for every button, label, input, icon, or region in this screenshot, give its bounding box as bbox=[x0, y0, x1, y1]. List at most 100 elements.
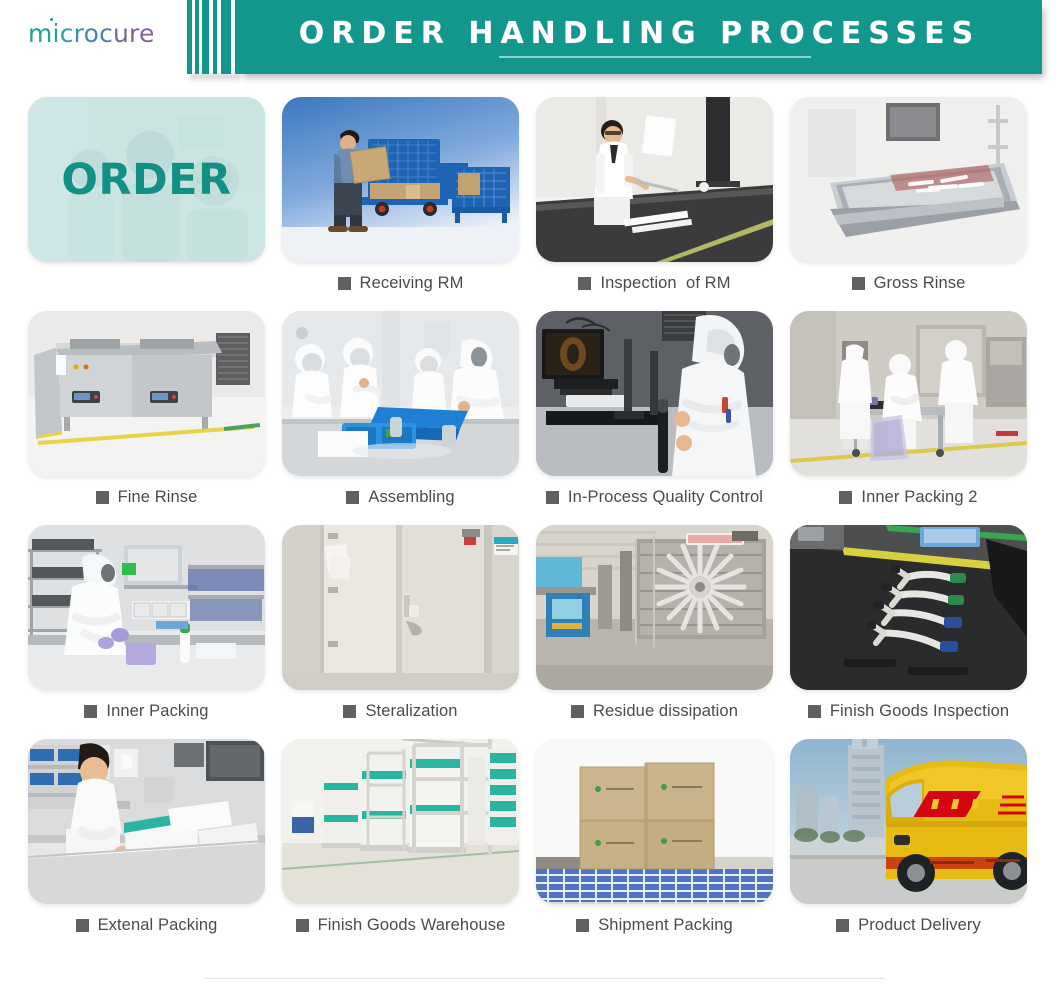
bullet-square-icon bbox=[839, 491, 853, 504]
process-label: Extenal Packing bbox=[97, 916, 218, 934]
process-cell[interactable]: In-Process Quality Control bbox=[536, 311, 790, 525]
logo-dot-icon bbox=[50, 18, 53, 21]
process-caption: Inner Packing bbox=[28, 702, 265, 721]
process-label: Product Delivery bbox=[858, 916, 981, 934]
process-thumbnail[interactable] bbox=[282, 97, 519, 262]
process-cell[interactable]: Receiving RM bbox=[282, 97, 536, 311]
ipqc-image bbox=[536, 311, 773, 476]
process-caption: Finish Goods Inspection bbox=[790, 702, 1027, 721]
process-caption: Residue dissipation bbox=[536, 702, 773, 721]
process-thumbnail[interactable] bbox=[28, 525, 265, 690]
process-cell[interactable]: Inspection of RM bbox=[536, 97, 790, 311]
receiving-rm-image bbox=[282, 97, 519, 262]
process-caption: Inner Packing 2 bbox=[790, 488, 1027, 507]
external-packing-image bbox=[28, 739, 265, 904]
process-label: Assembling bbox=[368, 488, 455, 506]
process-thumbnail[interactable] bbox=[282, 739, 519, 904]
bullet-square-icon bbox=[343, 705, 357, 718]
process-caption: Inspection of RM bbox=[536, 274, 773, 293]
process-caption: Steralization bbox=[282, 702, 519, 721]
footer-divider bbox=[205, 978, 885, 979]
process-caption: Assembling bbox=[282, 488, 519, 507]
process-label: Inspection of RM bbox=[600, 274, 731, 292]
process-thumbnail[interactable] bbox=[790, 739, 1027, 904]
inner-packing-image bbox=[28, 525, 265, 690]
bullet-square-icon bbox=[95, 491, 109, 504]
process-label: Fine Rinse bbox=[117, 488, 198, 506]
gross-rinse-image bbox=[790, 97, 1027, 262]
process-cell[interactable]: Residue dissipation bbox=[536, 525, 790, 739]
product-delivery-image bbox=[790, 739, 1027, 904]
bullet-square-icon bbox=[545, 491, 559, 504]
process-label: Finish Goods Warehouse bbox=[317, 916, 506, 934]
process-thumbnail[interactable] bbox=[536, 97, 773, 262]
process-grid: ORDER bbox=[0, 97, 1059, 953]
process-label: In-Process Quality Control bbox=[567, 488, 764, 506]
bullet-square-icon bbox=[337, 277, 351, 290]
company-logo: microcure bbox=[28, 16, 178, 50]
process-cell[interactable]: Inner Packing 2 bbox=[790, 311, 1044, 525]
page-header: microcure ORDER HANDLING PROCESSES bbox=[0, 0, 1059, 83]
process-thumbnail[interactable] bbox=[282, 525, 519, 690]
process-label: Shipment Packing bbox=[598, 916, 733, 934]
process-cell[interactable]: ORDER bbox=[28, 97, 282, 311]
process-label: Gross Rinse bbox=[873, 274, 966, 292]
finish-goods-warehouse-image bbox=[282, 739, 519, 904]
process-cell[interactable]: Assembling bbox=[282, 311, 536, 525]
shipment-packing-image bbox=[536, 739, 773, 904]
process-thumbnail[interactable] bbox=[536, 739, 773, 904]
bullet-square-icon bbox=[346, 491, 360, 504]
process-cell[interactable]: Finish Goods Inspection bbox=[790, 525, 1044, 739]
bullet-square-icon bbox=[571, 705, 584, 718]
finish-goods-inspection-image bbox=[790, 525, 1027, 690]
process-label: Steralization bbox=[365, 702, 458, 720]
process-label: Inner Packing 2 bbox=[861, 488, 978, 506]
process-cell[interactable]: Shipment Packing bbox=[536, 739, 790, 953]
page-title: ORDER HANDLING PROCESSES bbox=[298, 16, 981, 51]
fine-rinse-image bbox=[28, 311, 265, 476]
sterilization-image bbox=[282, 525, 519, 690]
process-cell[interactable]: Finish Goods Warehouse bbox=[282, 739, 536, 953]
process-label: Inner Packing bbox=[106, 702, 209, 720]
process-cell[interactable]: Extenal Packing bbox=[28, 739, 282, 953]
process-label: Finish Goods Inspection bbox=[829, 702, 1010, 720]
bullet-square-icon bbox=[836, 919, 850, 932]
process-caption: Shipment Packing bbox=[536, 916, 773, 935]
process-caption: Gross Rinse bbox=[790, 274, 1027, 293]
process-thumbnail[interactable] bbox=[536, 311, 773, 476]
inspection-rm-image bbox=[536, 97, 773, 262]
process-label: Residue dissipation bbox=[593, 702, 738, 720]
banner-stripes-decoration bbox=[187, 0, 242, 74]
process-cell[interactable]: Product Delivery bbox=[790, 739, 1044, 953]
process-caption: Receiving RM bbox=[282, 274, 519, 293]
order-text: ORDER bbox=[61, 154, 232, 205]
bullet-square-icon bbox=[576, 919, 590, 932]
assembling-image bbox=[282, 311, 519, 476]
process-thumbnail[interactable] bbox=[282, 311, 519, 476]
process-cell[interactable]: Fine Rinse bbox=[28, 311, 282, 525]
logo-wordmark: microcure bbox=[28, 18, 155, 48]
title-underline bbox=[499, 56, 811, 58]
process-caption: Finish Goods Warehouse bbox=[282, 916, 519, 935]
process-thumbnail[interactable] bbox=[28, 739, 265, 904]
inner-packing-2-image bbox=[790, 311, 1027, 476]
process-cell[interactable]: Steralization bbox=[282, 525, 536, 739]
title-banner: ORDER HANDLING PROCESSES bbox=[237, 0, 1042, 74]
process-thumbnail[interactable] bbox=[536, 525, 773, 690]
process-caption: Extenal Packing bbox=[28, 916, 265, 935]
process-caption: Fine Rinse bbox=[28, 488, 265, 507]
banner-stripes-shadow bbox=[190, 74, 240, 83]
process-thumbnail[interactable] bbox=[28, 311, 265, 476]
process-thumbnail[interactable] bbox=[790, 311, 1027, 476]
process-caption: Product Delivery bbox=[790, 916, 1027, 935]
process-label: Receiving RM bbox=[359, 274, 464, 292]
bullet-square-icon bbox=[578, 277, 592, 290]
process-thumbnail[interactable] bbox=[790, 97, 1027, 262]
process-thumbnail[interactable]: ORDER bbox=[28, 97, 265, 262]
bullet-square-icon bbox=[84, 705, 98, 718]
bullet-square-icon bbox=[851, 277, 865, 290]
process-thumbnail[interactable] bbox=[790, 525, 1027, 690]
process-cell[interactable]: Gross Rinse bbox=[790, 97, 1044, 311]
process-caption: In-Process Quality Control bbox=[536, 488, 773, 507]
process-cell[interactable]: Inner Packing bbox=[28, 525, 282, 739]
